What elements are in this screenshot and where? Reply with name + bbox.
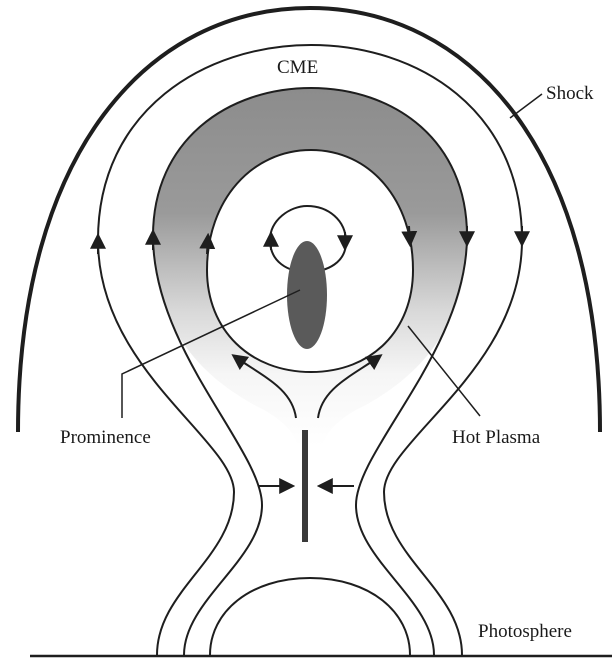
shock-label: Shock bbox=[546, 84, 594, 103]
current-sheet bbox=[302, 430, 308, 542]
prominence-shape bbox=[287, 241, 327, 349]
field-line-bottom-arch bbox=[210, 578, 410, 655]
hot-plasma-label: Hot Plasma bbox=[452, 428, 540, 447]
arrow-bubble-right bbox=[409, 226, 410, 244]
cme-label: CME bbox=[277, 58, 318, 77]
arrow-bubble-left bbox=[207, 236, 208, 254]
hot-plasma-leader-line bbox=[408, 326, 480, 416]
shock-leader-line bbox=[510, 94, 542, 118]
prominence-label: Prominence bbox=[60, 428, 151, 447]
photosphere-label: Photosphere bbox=[478, 622, 572, 641]
